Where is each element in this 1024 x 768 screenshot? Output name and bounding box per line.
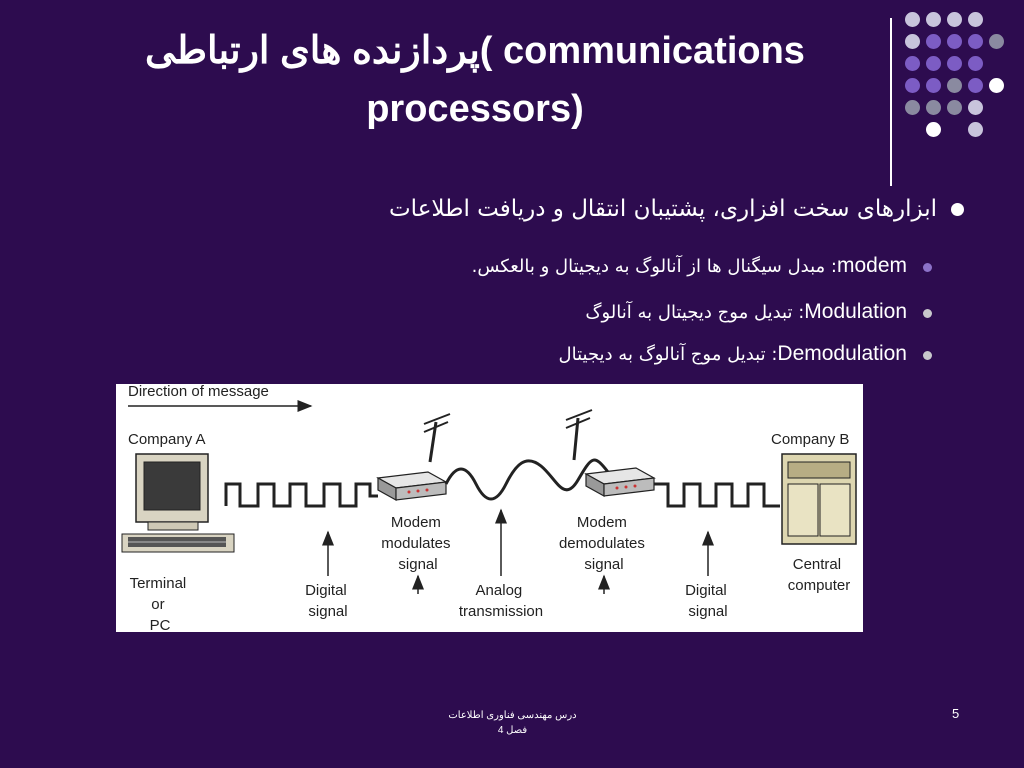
modem-diagram: Direction of message Company A Company B <box>116 383 863 634</box>
bullet-dot-icon <box>951 203 964 216</box>
modem-modulates-label: Modem modulates signal <box>381 514 454 573</box>
decorative-dot <box>905 100 920 115</box>
decorative-dot <box>926 34 941 49</box>
direction-label: Direction of message <box>128 384 269 400</box>
bullet-term: Demodulation <box>777 342 907 365</box>
bullet-text: : مبدل سیگنال ها از آنالوگ به دیجیتال و … <box>471 256 837 277</box>
decorative-dot <box>905 12 920 27</box>
decorative-dot <box>968 100 983 115</box>
modem-right-icon <box>584 467 656 498</box>
decorative-dot <box>947 56 962 71</box>
decorative-dot <box>968 12 983 27</box>
bullet-term: Modulation <box>804 300 907 323</box>
decorative-dot <box>926 78 941 93</box>
antenna-left-icon <box>423 413 451 463</box>
decorative-dot <box>926 100 941 115</box>
bullet-text: : تبدیل موج دیجیتال به آنالوگ <box>585 302 805 323</box>
bullet-sub-demodulation: Demodulation: تبدیل موج آنالوگ به دیجیتا… <box>559 342 932 366</box>
decorative-dot <box>947 12 962 27</box>
antenna-right-icon <box>565 409 593 461</box>
footer-course: درس مهندسی فناوری اطلاعات <box>448 710 577 721</box>
slide-title-line1: پردازنده های ارتباطی( communications <box>145 30 805 72</box>
decorative-dot <box>968 122 983 137</box>
decorative-dot-grid <box>905 12 1015 172</box>
page-number: 5 <box>952 706 960 721</box>
decorative-dot <box>947 34 962 49</box>
bullet-dot-icon <box>923 308 932 318</box>
digital-signal-left <box>224 482 378 508</box>
digital-signal-right-label: Digital signal <box>685 582 731 620</box>
terminal-pc-icon <box>121 453 235 553</box>
decorative-dot <box>905 34 920 49</box>
bullet-main: ابزارهای سخت افزاری، پشتیبان انتقال و در… <box>389 196 964 222</box>
central-computer-icon <box>781 453 857 545</box>
slide-title-line2: processors) <box>366 88 584 130</box>
bullet-sub-modulation: Modulation: تبدیل موج دیجیتال به آنالوگ <box>585 300 932 324</box>
central-computer-label: Central computer <box>788 556 851 594</box>
bullet-dot-icon <box>923 350 932 360</box>
company-a-label: Company A <box>128 431 206 448</box>
decorative-dot <box>905 78 920 93</box>
company-b-label: Company B <box>771 431 849 448</box>
footer-chapter: فصل 4 <box>497 725 528 736</box>
bullet-sub-modem: modem: مبدل سیگنال ها از آنالوگ به دیجیت… <box>472 254 932 278</box>
slide-title: پردازنده های ارتباطی( communications pro… <box>70 22 880 138</box>
decorative-dot <box>926 122 941 137</box>
slide-footer: درس مهندسی فناوری اطلاعات فصل 4 <box>400 708 625 738</box>
title-divider <box>890 18 892 186</box>
digital-signal-right <box>654 482 780 508</box>
decorative-dot <box>989 34 1004 49</box>
bullet-main-text: ابزارهای سخت افزاری، پشتیبان انتقال و در… <box>389 196 937 222</box>
digital-signal-left-label: Digital signal <box>305 582 351 620</box>
decorative-dot <box>968 56 983 71</box>
decorative-dot <box>947 78 962 93</box>
modem-demodulates-label: Modem demodulates signal <box>559 514 649 573</box>
decorative-dot <box>947 100 962 115</box>
decorative-dot <box>968 78 983 93</box>
decorative-dot <box>926 56 941 71</box>
modem-left-icon <box>376 471 448 502</box>
decorative-dot <box>905 56 920 71</box>
decorative-dot <box>926 12 941 27</box>
bullet-text: : تبدیل موج آنالوگ به دیجیتال <box>558 344 778 365</box>
analog-transmission-label: Analog transmission <box>459 582 543 620</box>
bullet-dot-icon <box>923 262 932 272</box>
bullet-term: modem <box>836 254 907 277</box>
decorative-dot <box>968 34 983 49</box>
decorative-dot <box>989 78 1004 93</box>
terminal-label: Terminal or PC <box>130 575 191 632</box>
